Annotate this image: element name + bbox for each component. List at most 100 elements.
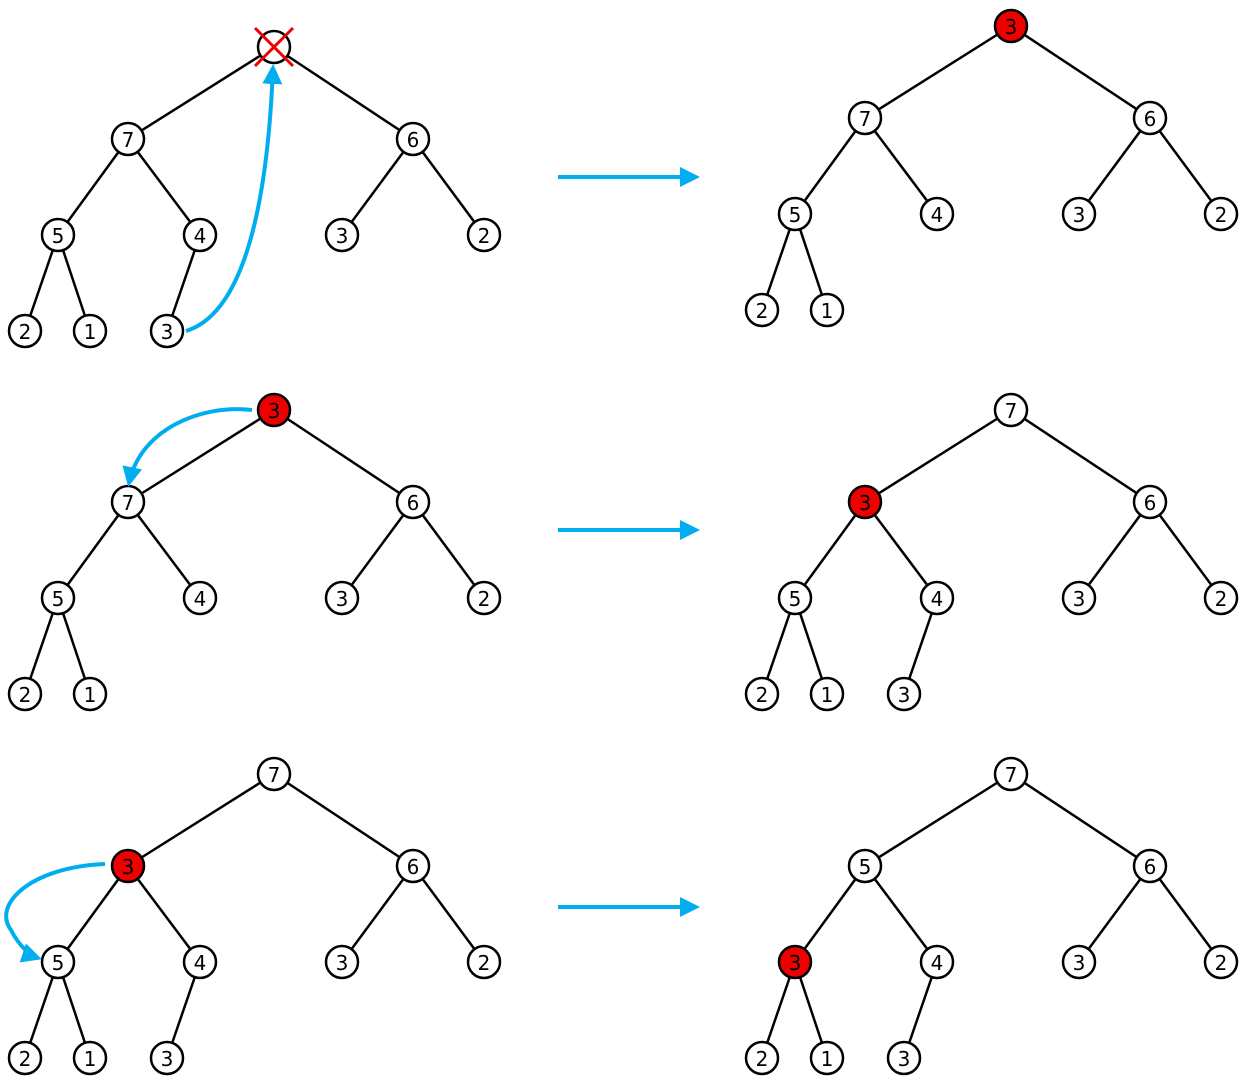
tree-edge xyxy=(273,408,414,504)
heap-node: 5 xyxy=(777,196,813,232)
node-circle xyxy=(72,1040,108,1076)
node-label: 4 xyxy=(931,951,944,975)
heap-node: 6 xyxy=(1132,848,1168,884)
node-circle xyxy=(847,100,883,136)
node-label: 7 xyxy=(122,128,135,152)
heap-node: 4 xyxy=(919,944,955,980)
node-circle xyxy=(886,1040,922,1076)
node-label: 1 xyxy=(84,320,97,344)
heap-node: 7 xyxy=(256,756,292,792)
node-circle xyxy=(1203,944,1239,980)
node-label: 7 xyxy=(1005,763,1018,787)
node-label: 6 xyxy=(1144,855,1157,879)
node-label: 3 xyxy=(1073,587,1086,611)
heap-node: 1 xyxy=(72,1040,108,1076)
node-circle xyxy=(777,944,813,980)
heap-node: 2 xyxy=(7,676,43,712)
heap-node: 3 xyxy=(886,1040,922,1076)
tree-edge xyxy=(340,865,415,963)
cross-icon xyxy=(253,26,295,68)
heap-node: 2 xyxy=(466,944,502,980)
tree-edge xyxy=(864,501,938,599)
tree-edges xyxy=(23,408,486,695)
heap-node: 3 xyxy=(324,217,360,253)
highlighted-heap-node: 3 xyxy=(256,392,292,428)
node-circle xyxy=(777,580,813,616)
node-label: 3 xyxy=(898,683,911,707)
heap-node: 4 xyxy=(919,580,955,616)
node-label: 3 xyxy=(898,1047,911,1071)
tree-edge xyxy=(1010,772,1151,868)
node-label: 2 xyxy=(478,951,491,975)
node-label: 1 xyxy=(821,1047,834,1071)
node-circle xyxy=(7,1040,43,1076)
tree-edge xyxy=(127,138,201,236)
heap-node: 2 xyxy=(1203,196,1239,232)
node-label: 1 xyxy=(84,1047,97,1071)
tree-edge xyxy=(1148,865,1223,963)
tree-edges xyxy=(760,408,1223,695)
tree-edge xyxy=(56,865,130,963)
node-circle xyxy=(7,313,43,349)
node-label: 5 xyxy=(789,203,802,227)
node-circle xyxy=(744,1040,780,1076)
highlighted-heap-node: 3 xyxy=(777,944,813,980)
transition-arrows xyxy=(558,167,700,917)
node-circle xyxy=(919,944,955,980)
node-circle xyxy=(256,392,292,428)
tree-edge xyxy=(411,865,486,963)
heap-node: 1 xyxy=(809,1040,845,1076)
highlighted-heap-node: 3 xyxy=(847,484,883,520)
node-circle xyxy=(744,292,780,328)
node-label: 1 xyxy=(821,683,834,707)
node-label: 1 xyxy=(821,299,834,323)
node-label: 5 xyxy=(52,951,65,975)
node-label: 2 xyxy=(1215,587,1228,611)
node-label: 2 xyxy=(756,1047,769,1071)
node-label: 7 xyxy=(859,107,872,131)
swap-arrows xyxy=(4,64,283,963)
tree-edge xyxy=(127,865,201,963)
heap-node: 6 xyxy=(1132,100,1168,136)
tree-edge xyxy=(56,501,130,599)
heap-node: 4 xyxy=(182,217,218,253)
node-circle xyxy=(324,944,360,980)
node-circle xyxy=(395,484,431,520)
heap-node: 4 xyxy=(182,580,218,616)
tree-edge xyxy=(793,117,867,215)
heap-node: 1 xyxy=(809,676,845,712)
node-circle xyxy=(466,944,502,980)
node-circle xyxy=(72,676,108,712)
swap-arrow-icon xyxy=(185,64,283,333)
tree-edge xyxy=(1010,408,1151,504)
node-circle xyxy=(110,848,146,884)
highlighted-heap-node: 3 xyxy=(993,8,1029,44)
tree-edge xyxy=(1148,117,1223,215)
heap-node: 4 xyxy=(919,196,955,232)
heap-node: 3 xyxy=(1061,580,1097,616)
node-label: 4 xyxy=(931,203,944,227)
node-circle xyxy=(110,121,146,157)
node-circle xyxy=(993,756,1029,792)
heap-node: 2 xyxy=(7,1040,43,1076)
node-label: 3 xyxy=(1073,203,1086,227)
heap-node: 5 xyxy=(40,580,76,616)
heap-node: 6 xyxy=(395,484,431,520)
node-label: 3 xyxy=(268,399,281,423)
heap-node: 3 xyxy=(324,944,360,980)
heap-node: 7 xyxy=(110,121,146,157)
node-label: 2 xyxy=(19,683,32,707)
heap-node: 7 xyxy=(993,392,1029,428)
tree-edge xyxy=(340,501,415,599)
heap-node: 1 xyxy=(809,292,845,328)
heap-node: 2 xyxy=(1203,580,1239,616)
node-circle xyxy=(1061,196,1097,232)
heap-node: 7 xyxy=(993,756,1029,792)
node-label: 5 xyxy=(52,224,65,248)
node-label: 5 xyxy=(859,855,872,879)
